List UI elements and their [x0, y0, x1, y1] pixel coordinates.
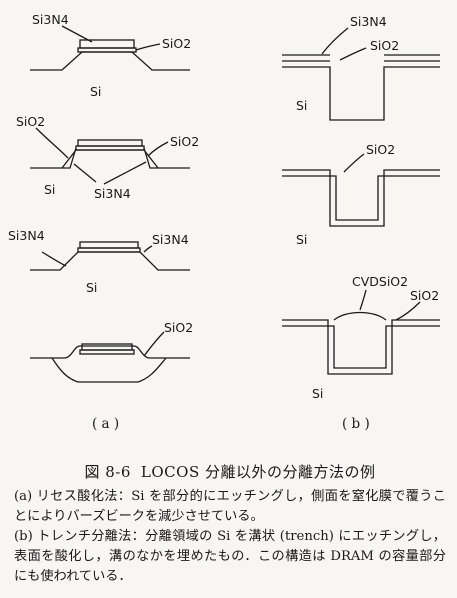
diagram-a3 [30, 241, 190, 271]
a3-si-label: Si [86, 280, 97, 295]
a2-si3n4-leader-1 [73, 163, 97, 183]
figure-caption: 図 8-6 LOCOS 分離以外の分離方法の例 (a) リセス酸化法：Si を部分… [14, 461, 446, 587]
a4-sio2-leader [143, 331, 165, 357]
b3-oxide-inner [282, 325, 440, 369]
diagram-a1 [30, 25, 190, 71]
a4-sio2-label: SiO2 [164, 320, 193, 335]
a4-si3n4-film [81, 343, 133, 351]
a3-si3n4-right-label: Si3N4 [152, 232, 189, 247]
a2-right-sidewall [143, 147, 158, 169]
b3-cvd-fill [333, 311, 387, 321]
a2-si3n4-film [77, 139, 143, 147]
a2-sio2-right-label: SiO2 [170, 134, 199, 149]
a2-si3n4-leader-2 [103, 161, 147, 185]
diagram-a2 [30, 127, 190, 185]
b3-si-label: Si [312, 386, 323, 401]
a1-si-label: Si [90, 84, 101, 99]
diagram-b3 [282, 289, 440, 375]
figure-number: 図 8-6 [84, 463, 131, 481]
a2-sio2-left-leader [35, 127, 69, 159]
a1-si3n4-label: Si3N4 [32, 12, 69, 27]
b2-oxide-outer [282, 169, 440, 227]
a2-sio2-left-label: SiO2 [16, 114, 45, 129]
b3-cvd-leader [359, 289, 367, 311]
diagram-b2 [282, 153, 440, 227]
a3-si3n4-right-leader [143, 245, 153, 253]
a3-substrate-surface [30, 251, 190, 271]
b2-si-label: Si [296, 232, 307, 247]
panel-a-label: ( a ) [92, 416, 119, 432]
b2-sio2-label: SiO2 [366, 142, 395, 157]
caption-paragraph-b: (b) トレンチ分離法：分離領域の Si を溝状 (trench) にエッチング… [14, 529, 446, 584]
diagram-a4 [30, 331, 190, 383]
a2-si3n4-label: Si3N4 [94, 186, 131, 201]
caption-title-line: 図 8-6 LOCOS 分離以外の分離方法の例 [14, 461, 446, 482]
a2-substrate-surface [30, 149, 190, 169]
b2-oxide-inner [282, 175, 440, 221]
b1-trench [282, 66, 440, 121]
a3-si3n4-film [79, 241, 139, 249]
b3-oxide-outer [282, 319, 440, 375]
a2-left-sidewall [62, 147, 77, 169]
b1-sio2-leader [339, 47, 367, 61]
b1-sio2-label: SiO2 [370, 38, 399, 53]
b2-sio2-leader [343, 153, 365, 173]
diagram-b1 [282, 27, 440, 121]
b1-si3n4-leader [321, 27, 349, 55]
b3-cvd-label: CVDSiO2 [352, 274, 408, 289]
a2-sio2-right-leader [147, 141, 169, 157]
a1-si3n4-film [79, 39, 135, 49]
b3-sio2-leader [395, 301, 421, 321]
a4-right-recess [137, 357, 167, 383]
a1-si3n4-leader [61, 25, 93, 43]
panel-b-label: ( b ) [342, 416, 370, 432]
a1-sio2-label: SiO2 [162, 36, 191, 51]
caption-title: LOCOS 分離以外の分離方法の例 [140, 463, 376, 481]
b3-sio2-label: SiO2 [410, 288, 439, 303]
a1-substrate-surface [30, 51, 190, 71]
isolation-methods-figure: Si3N4 SiO2 Si SiO2 SiO2 Si Si3N4 Si3N4 S… [8, 12, 440, 432]
a2-si-label: Si [44, 182, 55, 197]
b1-si-label: Si [296, 98, 307, 113]
a3-si3n4-left-label: Si3N4 [8, 228, 45, 243]
a4-left-recess [51, 357, 79, 383]
b1-si3n4-label: Si3N4 [350, 14, 387, 29]
caption-paragraph-a: (a) リセス酸化法：Si を部分的にエッチングし，側面を窒化膜で覆うことにより… [14, 489, 446, 524]
a3-si3n4-left-leader [41, 251, 67, 267]
a1-sio2-leader [135, 43, 161, 51]
a4-oxide-top [30, 345, 190, 359]
